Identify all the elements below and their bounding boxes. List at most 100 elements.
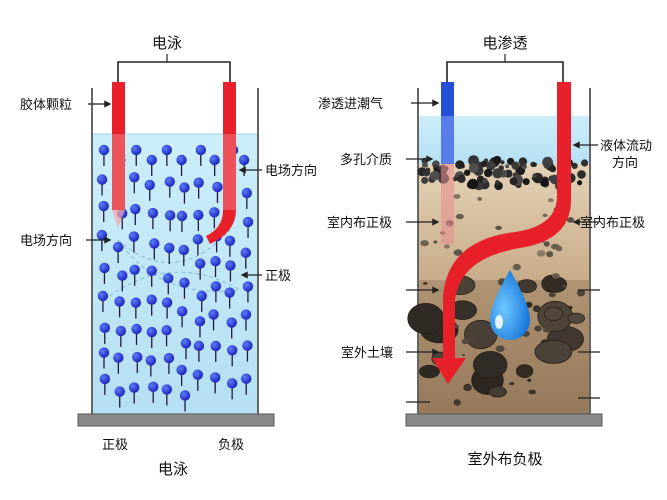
porous-stone (421, 176, 429, 184)
colloid-particle (180, 338, 192, 349)
colloid-particle (163, 273, 174, 284)
left-title: 电泳 (152, 34, 182, 52)
liquid-flow-label-1: 液体流动 (600, 139, 652, 154)
porous-stone (457, 174, 466, 183)
soil-pebble (546, 251, 554, 258)
soil-pebble (488, 386, 507, 398)
colloid-particle (146, 294, 157, 305)
colloid-particle (161, 384, 173, 395)
field-direction-left-label: 电场方向 (20, 233, 72, 249)
colloid-particle (192, 234, 204, 245)
right-title: 电渗透 (482, 34, 527, 52)
outdoor-soil-label: 室外土壤 (341, 345, 393, 361)
colloid-particle (145, 355, 157, 366)
porous-stone (571, 162, 578, 169)
porous-stone (430, 170, 440, 181)
colloid-particle (242, 216, 254, 228)
colloid-particle (193, 177, 204, 188)
soil-pebble (532, 305, 541, 313)
colloid-particle (131, 323, 142, 335)
soil-pebble (525, 301, 533, 308)
colloid-particle (210, 255, 221, 267)
colloid-particle (193, 209, 204, 221)
soil-pebble (566, 217, 575, 223)
porous-medium-label: 多孔介质 (340, 152, 392, 168)
porous-stone (493, 155, 502, 165)
colloid-particles (96, 144, 254, 412)
colloid-particle (179, 390, 191, 401)
right-flow-electrode (432, 82, 571, 384)
liquid-flow-label-2: 方向 (612, 155, 638, 171)
soil-pebble (418, 364, 440, 379)
colloid-particle (132, 351, 143, 363)
colloid-particle (131, 144, 142, 156)
soil-pebble (477, 196, 483, 201)
colloid-particle (130, 297, 142, 308)
left-field-lines (103, 229, 241, 301)
colloid-particle (113, 352, 124, 363)
soil-pebble (509, 382, 515, 386)
colloid-particle (210, 340, 221, 352)
soil-pebble (534, 339, 573, 364)
porous-stone (423, 169, 431, 177)
left-base (77, 413, 275, 427)
left-negative-electrode (206, 82, 236, 244)
soil-pebble (550, 243, 560, 250)
colloid-particle (179, 277, 190, 288)
colloid-particle (194, 258, 206, 269)
colloid-particle (99, 262, 110, 274)
soil-pebble (542, 213, 548, 217)
porous-stone (480, 160, 488, 168)
soil-pebble (443, 244, 450, 249)
colloid-particle (209, 372, 221, 383)
porous-stone (464, 169, 471, 176)
colloid-particle (196, 290, 207, 302)
right-moisture-electrode (441, 82, 454, 244)
left-positive-electrode (112, 82, 125, 228)
porous-stone (484, 168, 493, 178)
colloid-particle (226, 378, 238, 389)
porous-stone (522, 178, 530, 186)
colloid-particle (99, 322, 110, 334)
colloid-particle (238, 154, 250, 166)
soil-pebble (542, 326, 552, 333)
colloid-particle (129, 264, 140, 275)
soil-pebble (463, 383, 472, 391)
indoor-positive-right-label: 室内布正极 (580, 215, 645, 231)
colloid-particle (224, 235, 236, 246)
soil-pebble (576, 289, 586, 297)
porous-stone (482, 178, 488, 184)
colloid-particle (161, 144, 173, 156)
colloid-particle (149, 238, 160, 249)
field-direction-right-label: 电场方向 (265, 163, 317, 179)
soil-pebble (551, 273, 560, 279)
colloid-particle (129, 172, 140, 183)
colloid-particle (241, 187, 253, 199)
colloid-particle (179, 182, 190, 193)
colloid-particle (115, 325, 127, 337)
porous-stone (519, 160, 526, 167)
colloid-particle (96, 229, 108, 241)
colloid-particle (147, 207, 159, 219)
porous-stone (509, 177, 518, 186)
colloid-particle (176, 306, 188, 317)
right-caption: 室外布负极 (467, 450, 542, 468)
colloid-particle (194, 316, 206, 327)
soil-pebble (567, 312, 586, 324)
soil-pebble (512, 263, 521, 271)
soil-pebble (462, 354, 465, 356)
colloid-particle (209, 207, 220, 218)
soil-pebble (515, 364, 534, 379)
water-drop-highlight (495, 315, 503, 329)
soil-pebble (455, 213, 464, 220)
porous-stone (468, 163, 479, 174)
colloid-particle (224, 287, 235, 298)
colloid-particle (178, 244, 189, 256)
left-bottom-positive: 正极 (102, 438, 128, 453)
indoor-positive-left-label: 室内布正极 (327, 215, 392, 231)
colloid-particle (146, 154, 157, 166)
soil-pebble (534, 325, 542, 332)
positive-side-label: 正极 (265, 269, 291, 284)
colloid-particle (128, 231, 140, 242)
colloid-particle (98, 347, 110, 358)
